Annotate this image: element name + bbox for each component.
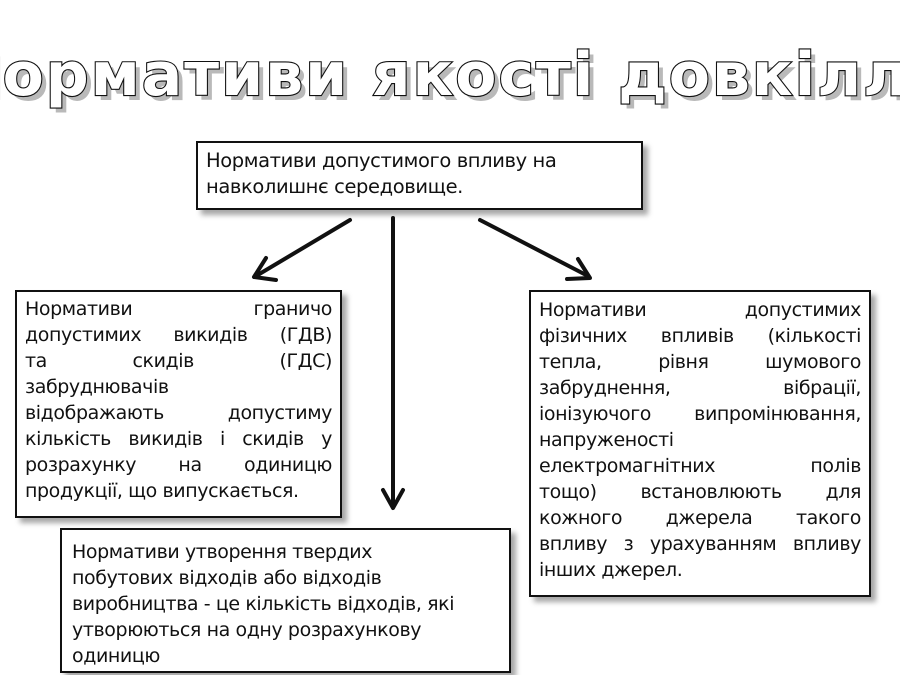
text-line: Нормативи допустимих [539,299,861,321]
text-line: іонізуючого випромінювання, [539,403,861,425]
text-line: впливу з урахуванням впливу [539,533,861,555]
text-line: забруднювачів [25,376,169,398]
text-line: фізичних впливів (кількості [539,325,861,347]
text-line: кожного джерела такого [539,507,861,529]
arrow-to-left-box [252,218,352,282]
arrow-to-bottom-box [381,216,405,510]
text-line: відображають допустиму [25,402,332,424]
text-line: кількість викидів і скидів у [25,428,332,450]
text-line: електромагнітних полів [539,455,861,477]
text-line: розрахунку на одиницю [25,454,332,476]
box-environmental-impact-norms: Нормативи допустимого впливу на навколиш… [196,141,643,210]
text-line: продукції, що випускається. [25,480,299,502]
box-physical-impact-norms: Нормативи допустимих фізичних впливів (к… [529,290,871,597]
text-line: забруднення, вібрації, [539,377,861,399]
title-text: Нормативи якості довкілля [0,40,900,110]
text-line: та скидів (ГДС) [25,350,332,372]
text-line: Нормативи граничо [25,298,332,320]
text-line: напруженості [539,429,674,451]
title-shadow: Нормативи якості довкілля [0,45,900,115]
text-line: навколишнє середовище. [206,175,463,198]
text-line: побутових відходів або відходів [72,567,382,589]
page-title: Нормативи якості довкілля Нормативи якос… [0,40,900,115]
text-line: інших джерел. [539,559,683,581]
box-waste-norms: Нормативи утворення твердих побутових ві… [60,528,511,673]
text-line: утворюються на одну розрахункову [72,619,422,641]
text-line: тепла, рівня шумового [539,351,861,373]
text-line: допустимих викидів (ГДВ) [25,324,332,346]
text-line: Нормативи утворення твердих [72,541,373,563]
text-line: виробництва - це кількість відходів, які [72,593,455,615]
text-line: Нормативи допустимого впливу на [206,149,557,172]
text-line: одиницю [72,645,161,667]
text-line: тощо) встановлюють для [539,481,861,503]
box-emission-discharge-norms: Нормативи граничо допустимих викидів (ГД… [15,290,342,518]
arrow-to-right-box [478,218,592,281]
